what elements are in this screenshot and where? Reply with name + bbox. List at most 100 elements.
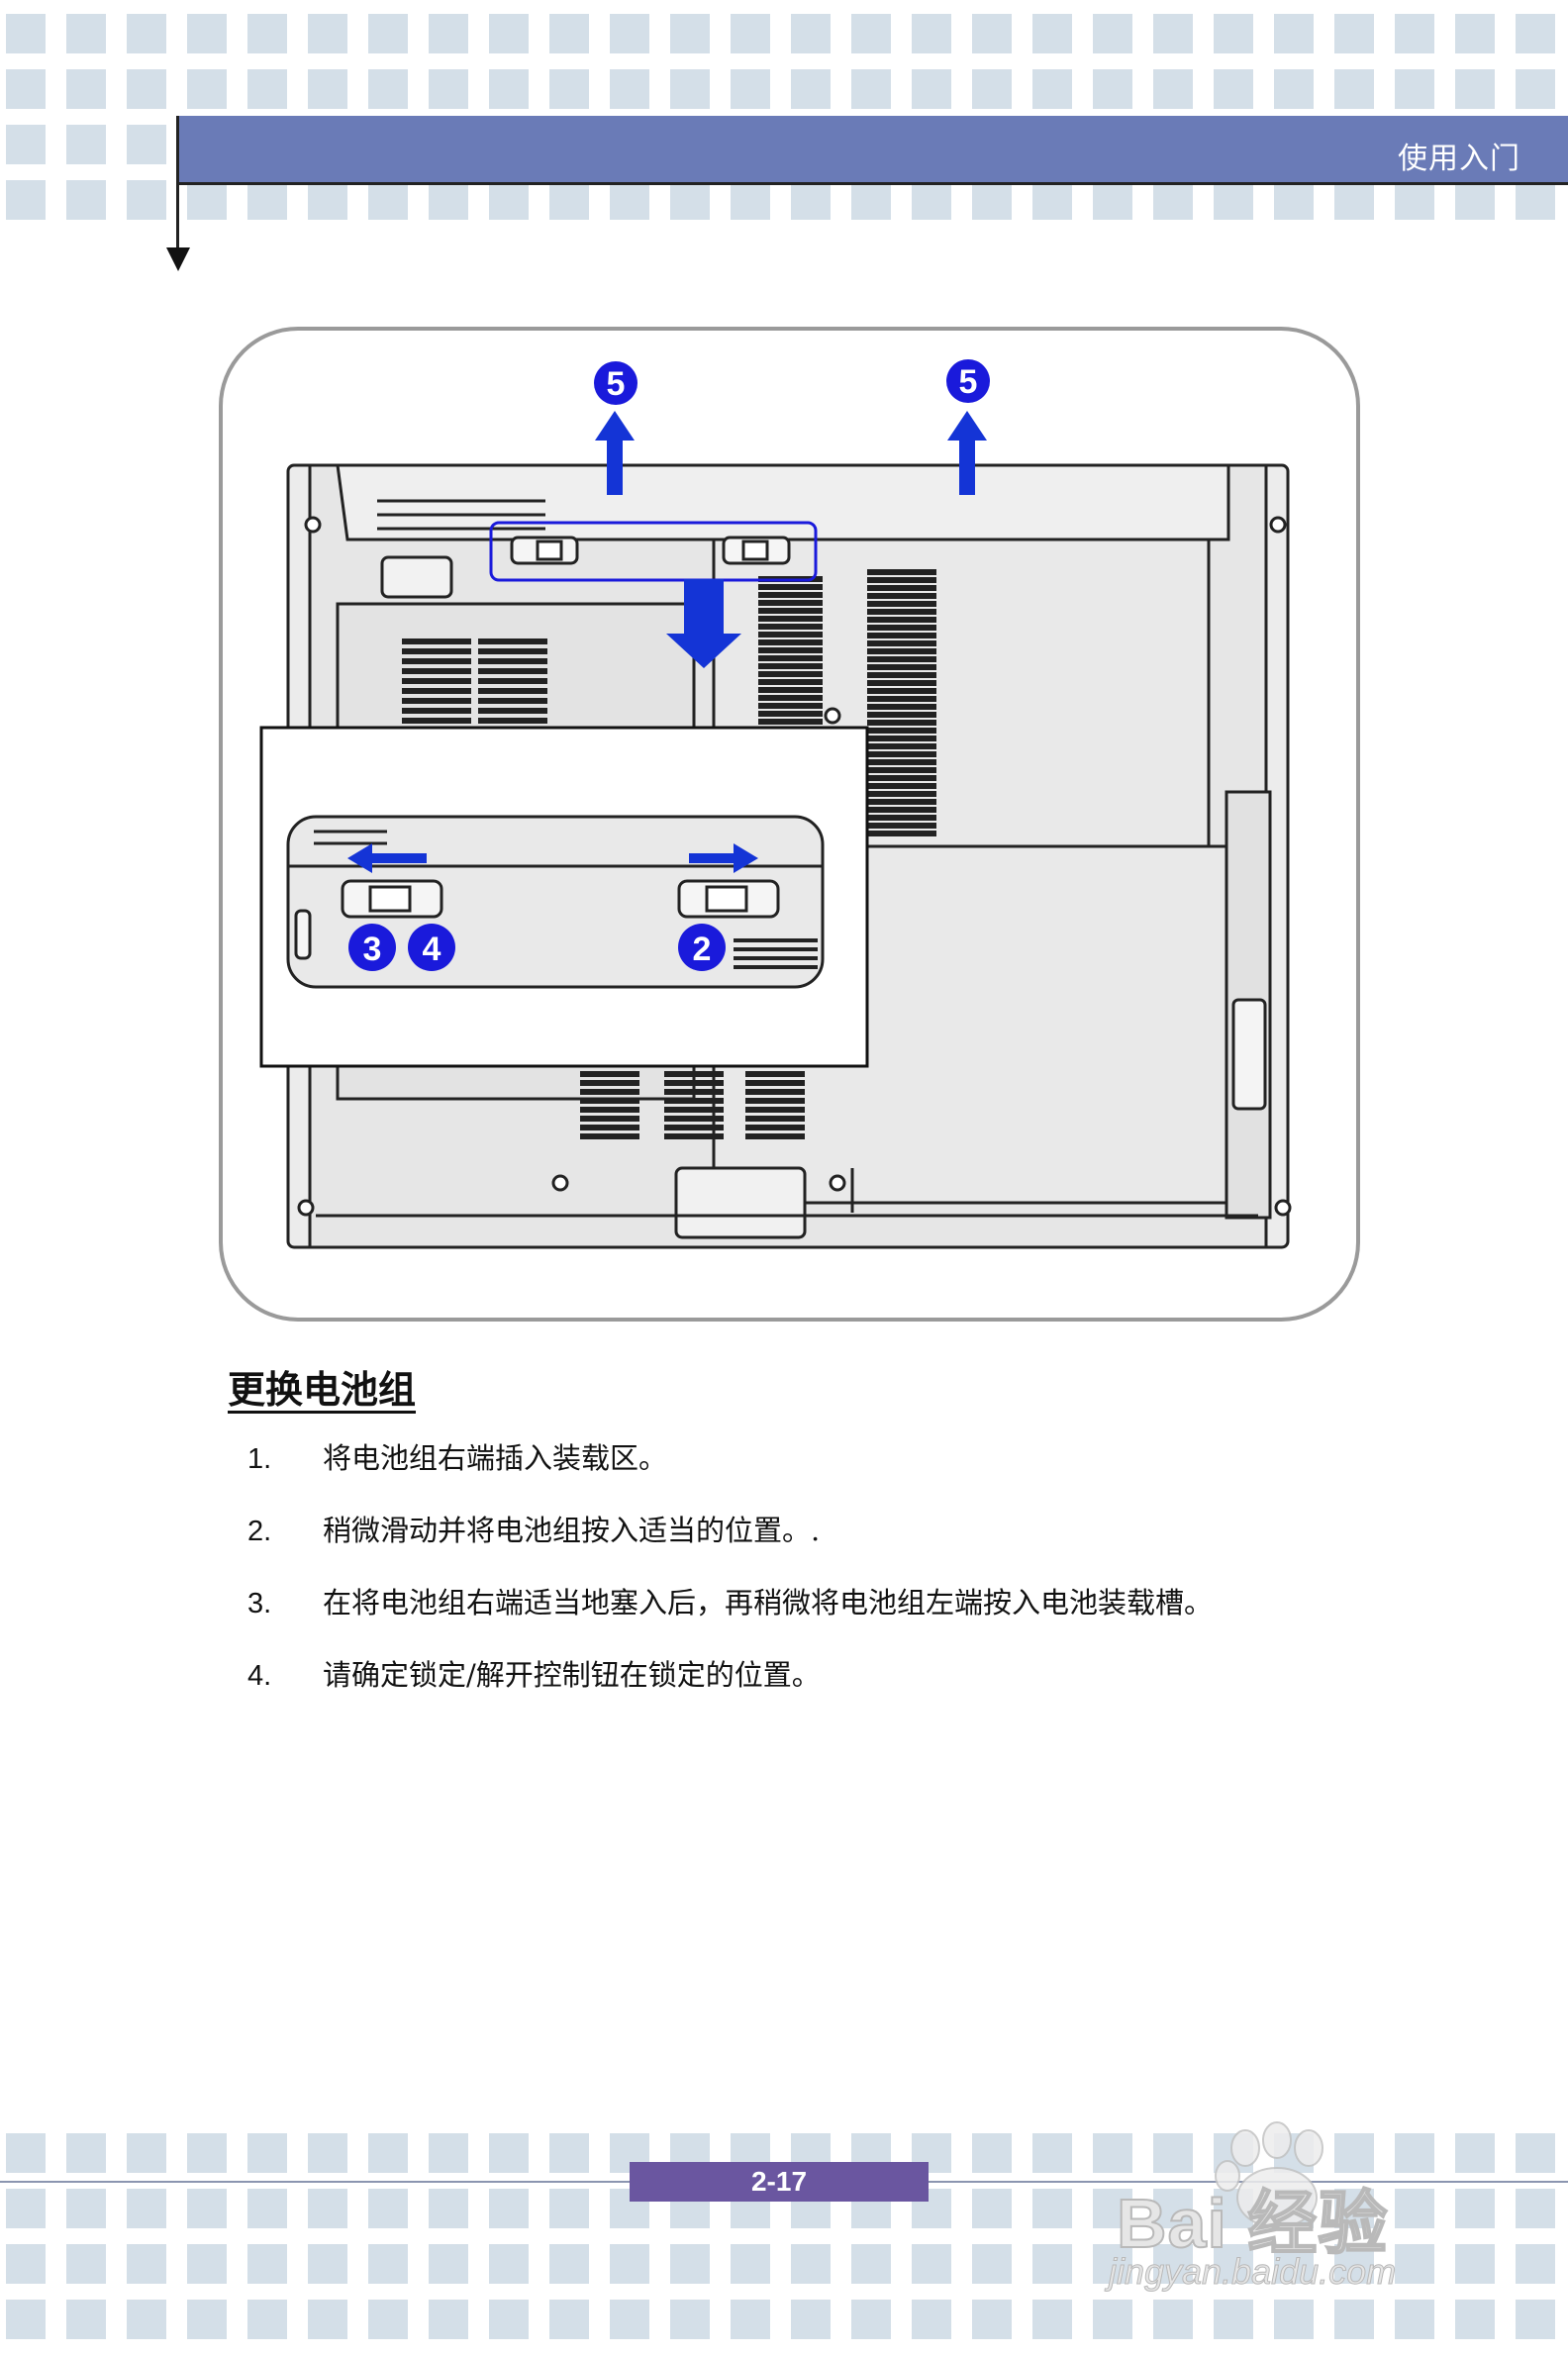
- tile: [1153, 2300, 1193, 2339]
- tile: [66, 2189, 106, 2228]
- tile: [187, 180, 227, 220]
- tile: [1153, 14, 1193, 53]
- tile: [6, 69, 46, 109]
- list-item: 4. 请确定锁定/解开控制钮在锁定的位置。: [247, 1652, 1336, 1724]
- tile: [308, 2244, 347, 2284]
- tile: [1214, 2300, 1253, 2339]
- watermark-brand: Bai 经验: [1116, 2184, 1389, 2263]
- callout-label: 2: [693, 931, 712, 968]
- tile: [1214, 69, 1253, 109]
- list-item: 1. 将电池组右端插入装载区。: [247, 1435, 1336, 1508]
- callout-label: 4: [423, 931, 441, 968]
- tile: [247, 2300, 287, 2339]
- tile: [429, 69, 468, 109]
- tile: [6, 2189, 46, 2228]
- tile: [670, 69, 710, 109]
- tile: [1274, 69, 1314, 109]
- tile: [972, 2244, 1012, 2284]
- tile: [489, 2189, 529, 2228]
- tile: [127, 125, 166, 164]
- tile: [66, 2244, 106, 2284]
- battery-replacement-illustration: 5 5 3 4 2: [259, 359, 1292, 1249]
- tile: [187, 14, 227, 53]
- tile: [1274, 14, 1314, 53]
- tile: [1334, 2244, 1374, 2284]
- tile: [6, 180, 46, 220]
- tile: [1153, 2133, 1193, 2173]
- tile: [1395, 2244, 1434, 2284]
- tile: [1516, 2133, 1555, 2173]
- tile: [731, 2244, 770, 2284]
- battery-removal-arrows: [595, 411, 987, 668]
- tile: [1093, 2244, 1132, 2284]
- tile: [1455, 2133, 1495, 2173]
- tile: [6, 2300, 46, 2339]
- callout-label: 3: [363, 931, 382, 968]
- tile: [1093, 69, 1132, 109]
- tile: [66, 69, 106, 109]
- tile: [1032, 2133, 1072, 2173]
- tile: [1455, 2244, 1495, 2284]
- tile: [6, 14, 46, 53]
- callout-5-right: 5: [946, 359, 990, 403]
- tile: [610, 69, 649, 109]
- callout-4: 4: [408, 924, 455, 971]
- tile: [1455, 14, 1495, 53]
- tile: [247, 69, 287, 109]
- step-text: 请确定锁定/解开控制钮在锁定的位置。: [323, 1658, 821, 1692]
- tile: [1516, 69, 1555, 109]
- tile: [489, 180, 529, 220]
- tile: [1032, 180, 1072, 220]
- callout-label: 5: [959, 363, 978, 401]
- tile: [972, 180, 1012, 220]
- tile: [1093, 180, 1132, 220]
- tile: [127, 2189, 166, 2228]
- tile: [549, 2133, 589, 2173]
- step-number: 1.: [247, 1443, 272, 1475]
- tile: [791, 69, 831, 109]
- tile: [1274, 2300, 1314, 2339]
- tile: [912, 2244, 951, 2284]
- tile: [972, 2189, 1012, 2228]
- tile: [851, 2244, 891, 2284]
- callout-5-left: 5: [594, 361, 637, 405]
- tile: [247, 14, 287, 53]
- header-title: 使用入门: [1398, 142, 1520, 176]
- tile: [1153, 69, 1193, 109]
- tile: [1395, 180, 1434, 220]
- tile: [791, 180, 831, 220]
- tile: [429, 2300, 468, 2339]
- tile: [187, 2133, 227, 2173]
- tile: [1395, 69, 1434, 109]
- tile: [549, 180, 589, 220]
- tile: [1153, 2244, 1193, 2284]
- tile: [1516, 2244, 1555, 2284]
- tile: [368, 2133, 408, 2173]
- callout-3: 3: [348, 924, 396, 971]
- tile: [1516, 14, 1555, 53]
- latch-highlight-box: [489, 521, 818, 582]
- tile: [791, 2300, 831, 2339]
- tile: [1153, 180, 1193, 220]
- callout-2: 2: [678, 924, 726, 971]
- tile: [972, 69, 1012, 109]
- tile: [1334, 69, 1374, 109]
- tile: [247, 2133, 287, 2173]
- tile: [66, 180, 106, 220]
- tile: [1334, 2133, 1374, 2173]
- tile: [851, 14, 891, 53]
- tile: [127, 2244, 166, 2284]
- tile: [670, 14, 710, 53]
- tile: [247, 2244, 287, 2284]
- tile: [1455, 180, 1495, 220]
- step-number: 4.: [247, 1660, 272, 1692]
- tile: [1214, 14, 1253, 53]
- tile: [429, 2189, 468, 2228]
- tile: [731, 69, 770, 109]
- tile: [549, 2300, 589, 2339]
- tile: [489, 14, 529, 53]
- tile: [972, 2300, 1012, 2339]
- step-text: 在将电池组右端适当地塞入后，再稍微将电池组左端按入电池装载槽。: [323, 1586, 1214, 1620]
- tile: [791, 2244, 831, 2284]
- tile: [912, 2300, 951, 2339]
